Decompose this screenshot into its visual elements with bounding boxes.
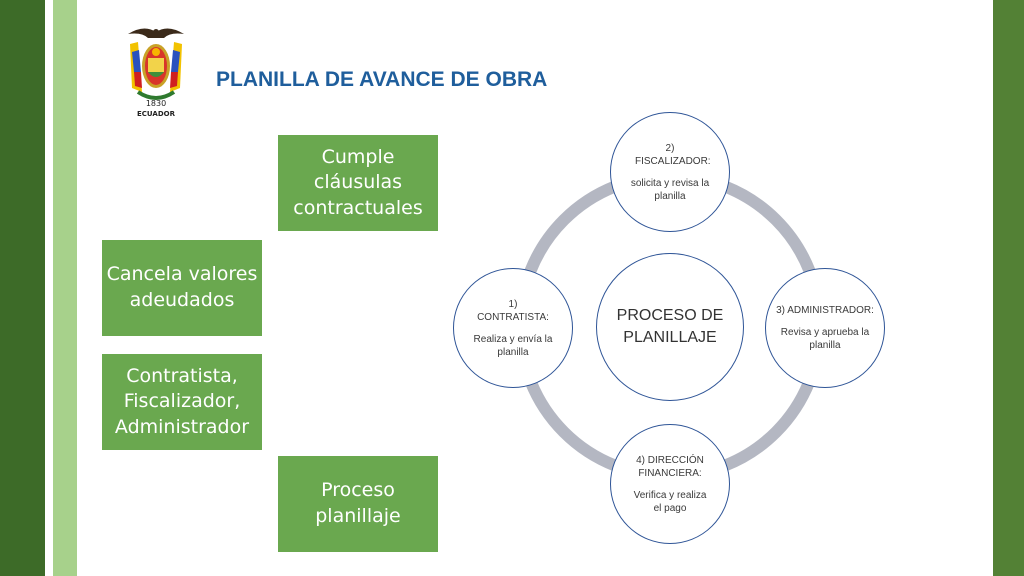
cycle-step-direccion-financiera: 4) DIRECCIÓN FINANCIERA: Verifica y real…: [610, 424, 730, 544]
left-light-stripe: [53, 0, 77, 576]
step-head: 1) CONTRATISTA:: [477, 298, 549, 323]
step-head: 2) FISCALIZADOR:: [635, 142, 711, 167]
cycle-step-contratista: 1) CONTRATISTA: Realiza y envía la plani…: [453, 268, 573, 388]
step-body: Verifica y realiza el pago: [633, 489, 707, 514]
step-head: 4) DIRECCIÓN FINANCIERA:: [636, 454, 704, 479]
cycle-step-administrador: 3) ADMINISTRADOR: Revisa y aprueba la pl…: [765, 268, 885, 388]
step-head: 3) ADMINISTRADOR:: [776, 305, 874, 316]
right-green-stripe: [993, 0, 1024, 576]
svg-text:ECUADOR: ECUADOR: [137, 110, 176, 118]
green-box-proceso: Proceso planillaje: [278, 456, 438, 552]
step-body: Realiza y envía la planilla: [473, 333, 553, 358]
step-body: solicita y revisa la planilla: [630, 177, 710, 202]
svg-text:1830: 1830: [146, 99, 166, 108]
left-dark-stripe: [0, 0, 45, 576]
cycle-center-label: PROCESO DE PLANILLAJE: [616, 306, 724, 346]
cycle-step-fiscalizador: 2) FISCALIZADOR: solicita y revisa la pl…: [610, 112, 730, 232]
green-box-cumple: Cumple cláusulas contractuales: [278, 135, 438, 231]
page-title: PLANILLA DE AVANCE DE OBRA: [216, 68, 548, 91]
green-box-cancela: Cancela valores adeudados: [102, 240, 262, 336]
ecuador-coat-of-arms-logo: 1830 ECUADOR: [124, 22, 188, 120]
cycle-center-circle: PROCESO DE PLANILLAJE: [596, 253, 744, 401]
green-box-roles: Contratista, Fiscalizador, Administrador: [102, 354, 262, 450]
step-body: Revisa y aprueba la planilla: [780, 327, 870, 351]
